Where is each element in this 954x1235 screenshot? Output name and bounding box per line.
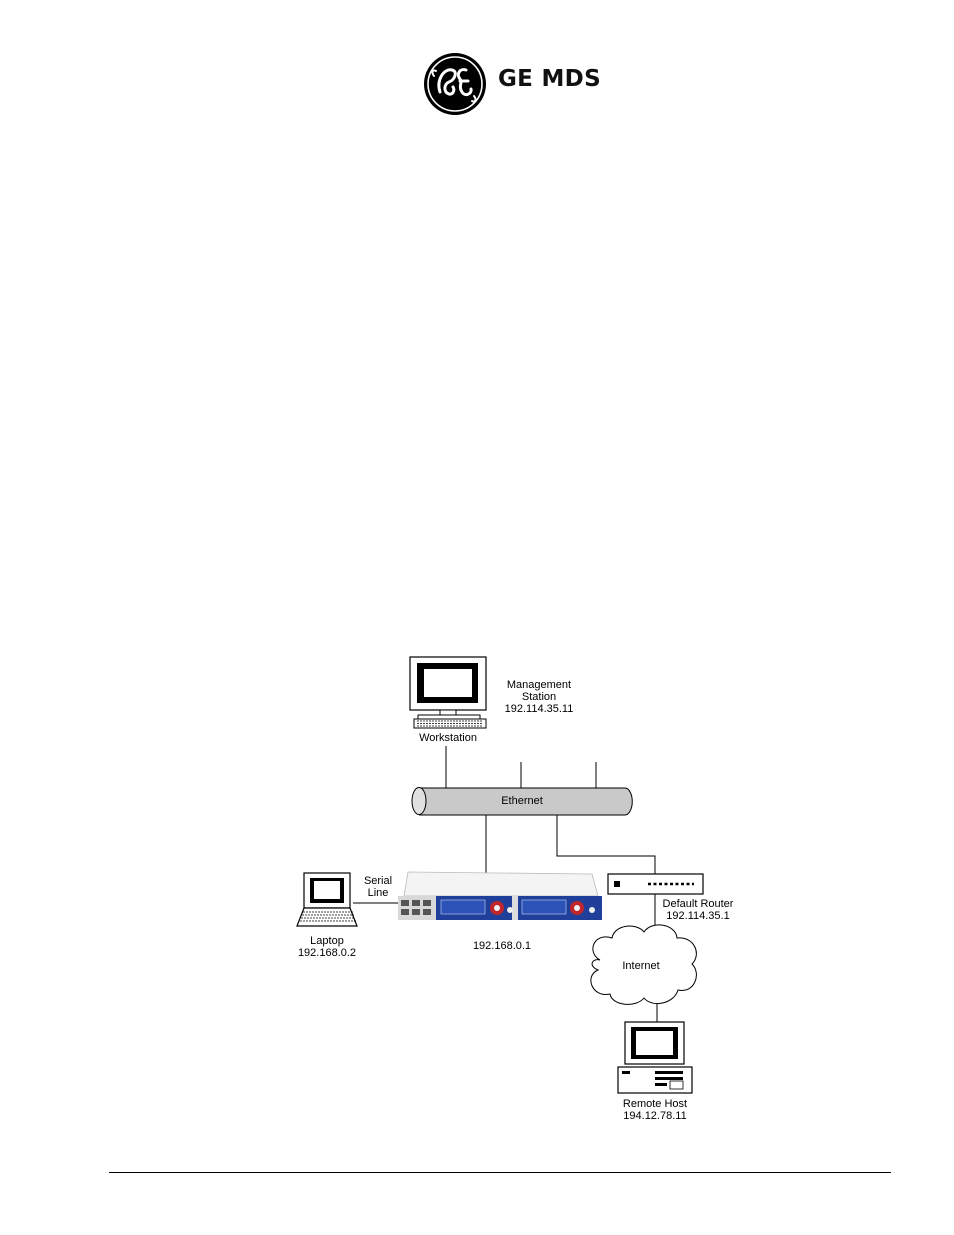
router-ip: 192.114.35.1: [666, 910, 730, 922]
ge-monogram-icon: [424, 53, 486, 115]
network-device-icon: [398, 871, 602, 920]
laptop-name: Laptop: [310, 935, 344, 947]
remote-host-name: Remote Host: [622, 1098, 688, 1110]
brand-name: GE MDS: [498, 66, 601, 92]
workstation-icon: [409, 656, 487, 729]
router-name: Default Router: [662, 898, 734, 910]
device-ip-label: 192.168.0.1: [472, 940, 532, 952]
serial-line-label: Serial Line: [357, 875, 399, 899]
serial-line-line2: Line: [367, 887, 389, 899]
laptop-label: Laptop 192.168.0.2: [281, 935, 373, 959]
remote-host-ip: 194.12.78.11: [623, 1110, 687, 1122]
remote-host-label: Remote Host 194.12.78.11: [608, 1098, 702, 1122]
default-router-label: Default Router 192.114.35.1: [652, 898, 744, 922]
serial-line-line1: Serial: [363, 875, 393, 887]
ge-logo: [422, 52, 602, 118]
management-station-ip: 192.114.35.11: [504, 703, 574, 715]
router-link: [556, 801, 656, 874]
management-station-line2: Station: [521, 691, 557, 703]
internet-label: Internet: [622, 960, 660, 972]
router-icon: [607, 873, 704, 895]
ethernet-label: Ethernet: [501, 795, 543, 807]
management-station-line1: Management: [506, 679, 572, 691]
laptop-icon: [296, 872, 358, 927]
ethernet-bus: [411, 787, 633, 816]
laptop-ip: 192.168.0.2: [297, 947, 357, 959]
internet-cloud-icon: [590, 924, 697, 1005]
management-station-label: Management Station 192.114.35.11: [500, 679, 578, 715]
workstation-label: Workstation: [419, 732, 477, 744]
remote-host-icon: [617, 1021, 693, 1094]
footer-divider: [109, 1172, 891, 1173]
